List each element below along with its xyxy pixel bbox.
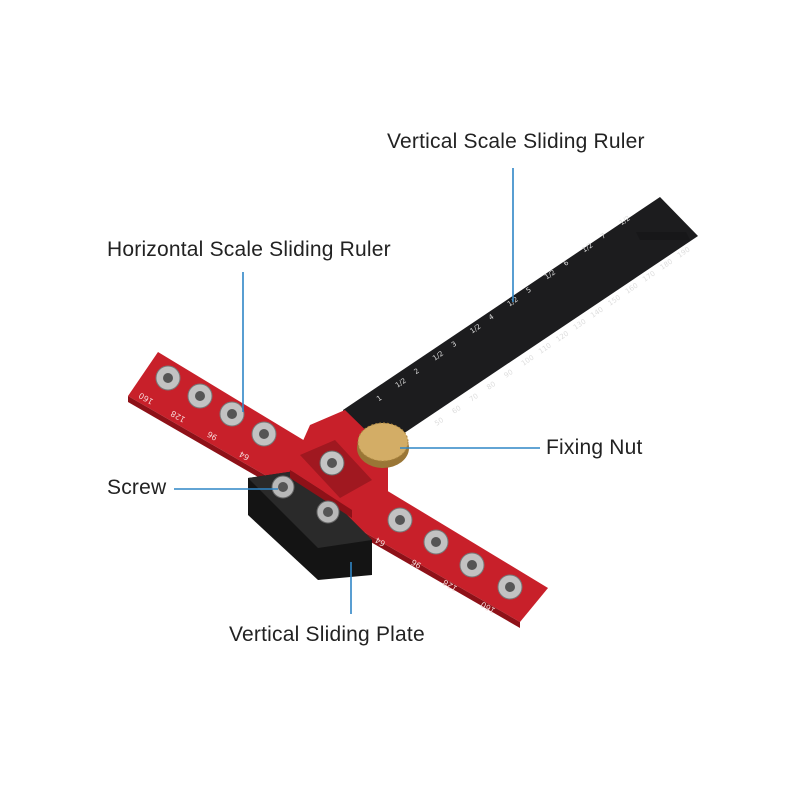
label-horizontal-scale-ruler: Horizontal Scale Sliding Ruler (107, 238, 391, 261)
leader-lines (174, 168, 540, 614)
label-fixing-nut: Fixing Nut (546, 436, 643, 459)
mm-scale-label: 70 (468, 392, 480, 404)
screw-socket (195, 391, 205, 401)
mm-scale-label: 60 (451, 404, 463, 416)
hole-spacing-label: 96 (410, 557, 423, 570)
hole-spacing-label: 64 (374, 535, 387, 548)
inch-scale-label: 7 (599, 232, 607, 241)
mm-scale-label: 80 (485, 380, 497, 392)
screw (271, 450, 345, 524)
inch-scale-label: 2 (413, 367, 421, 376)
hole-spacing-label: 64 (238, 449, 251, 462)
label-vertical-sliding-plate: Vertical Sliding Plate (229, 623, 425, 646)
fixing-nut (357, 422, 409, 468)
mm-scale-label: 50 (433, 416, 445, 428)
vertical-scale-ruler: 11/221/231/241/251/261/271/2506070809010… (343, 197, 698, 455)
inch-scale-label: 5 (525, 286, 533, 295)
label-vertical-scale-ruler: Vertical Scale Sliding Ruler (387, 130, 645, 153)
screw-socket (505, 582, 515, 592)
screw-socket (395, 515, 405, 525)
inch-scale-label: 6 (562, 258, 571, 267)
screw-socket (227, 409, 237, 419)
mm-scale-label: 90 (503, 368, 515, 380)
screw-socket (259, 429, 269, 439)
inch-scale-label: 4 (487, 312, 496, 321)
screw-socket (431, 537, 441, 547)
screw-socket (467, 560, 477, 570)
inch-scale-label: 1 (375, 394, 383, 403)
hole-spacing-label: 96 (206, 429, 219, 442)
inch-scale-label: 3 (450, 340, 458, 349)
screw-socket (163, 373, 173, 383)
vertical-ruler-ticks: 11/221/231/241/251/261/271/2506070809010… (375, 214, 691, 427)
label-screw: Screw (107, 476, 167, 499)
